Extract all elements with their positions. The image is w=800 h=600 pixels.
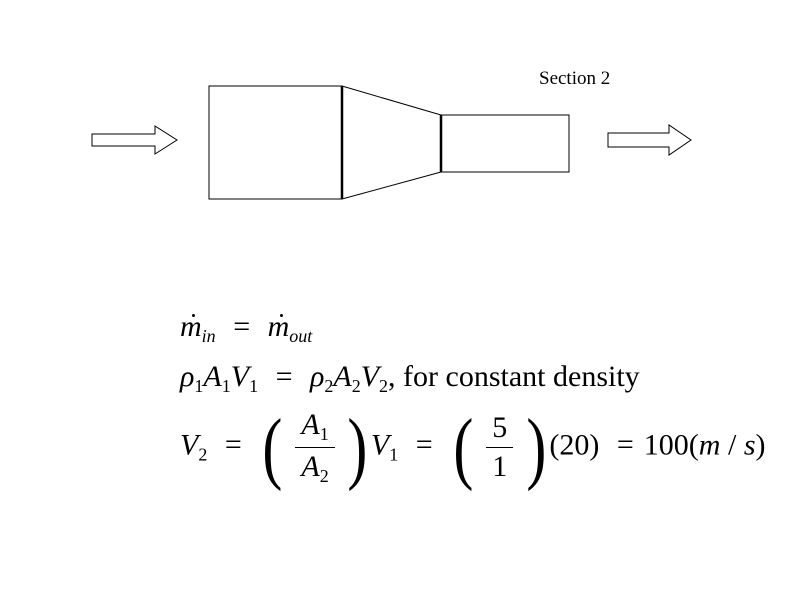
sub-1a: 1 [194,376,204,396]
denominator-1: 1 [486,447,514,482]
equals-sign: = [233,310,251,343]
numeric-ratio-fraction: 5 1 [486,411,514,482]
sub-1c: 1 [249,376,259,396]
sub-2: 2 [198,444,208,465]
m-dot-in: m [180,310,202,343]
sub-1: 1 [389,444,399,465]
right-paren: ) [347,403,368,492]
nozzle-top-wall [341,85,442,116]
sub-1b: 1 [221,376,231,396]
area-1: A [203,360,222,393]
unit-m: m [698,428,721,462]
inlet-flow-arrow [91,125,178,155]
velocity-1: V [230,360,250,393]
area-2-den: A [301,450,320,483]
unit-open-paren: ( [688,428,699,462]
sub-num: 1 [319,424,329,444]
unit-close-paren: ) [755,428,766,462]
equals-sign-2: = [415,428,433,462]
outlet-flow-arrow [607,124,692,156]
area-1-num: A [301,408,320,441]
area-2: A [333,360,352,393]
velocity-1-value: (20) [549,428,600,462]
rho-2: ρ [309,360,325,393]
numerator-5: 5 [492,411,508,444]
rho-1: ρ [180,360,195,393]
sub-2c: 2 [379,376,389,396]
area-ratio-fraction: A1 A2 [295,408,335,486]
unit-slash: / [720,428,744,462]
m-dot-out: m [267,310,290,343]
sub-den: 2 [319,466,329,486]
velocity-2: V [360,360,380,393]
equals-sign: = [224,428,242,462]
velocity-1-rhs: V [370,428,390,462]
velocity-equation: V2 = ( A1 A2 )V1 = ( 5 1 )(20) =100(m / … [180,403,766,492]
continuity-equation: ρ1A1V1 = ρ2A2V2, for constant density [180,360,640,396]
left-paren-2: ( [453,403,474,492]
sub-out: out [289,326,313,346]
left-paren: ( [262,403,283,492]
mass-flow-equation: min = mout [180,310,313,346]
constant-density-note: , for constant density [388,360,640,393]
equals-sign-3: = [616,428,634,462]
result-value: 100 [643,428,689,462]
section2-pipe [440,114,570,173]
sub-2b: 2 [351,376,361,396]
unit-s: s [743,428,756,462]
right-paren-2: ) [526,403,547,492]
equals-sign: = [275,360,293,393]
sub-2a: 2 [324,376,334,396]
flow-diagram [91,85,692,200]
nozzle-bottom-wall [341,171,442,200]
velocity-2-lhs: V [180,428,199,462]
section2-label: Section 2 [539,68,611,89]
section1-pipe [208,85,343,200]
sub-in: in [201,326,216,346]
